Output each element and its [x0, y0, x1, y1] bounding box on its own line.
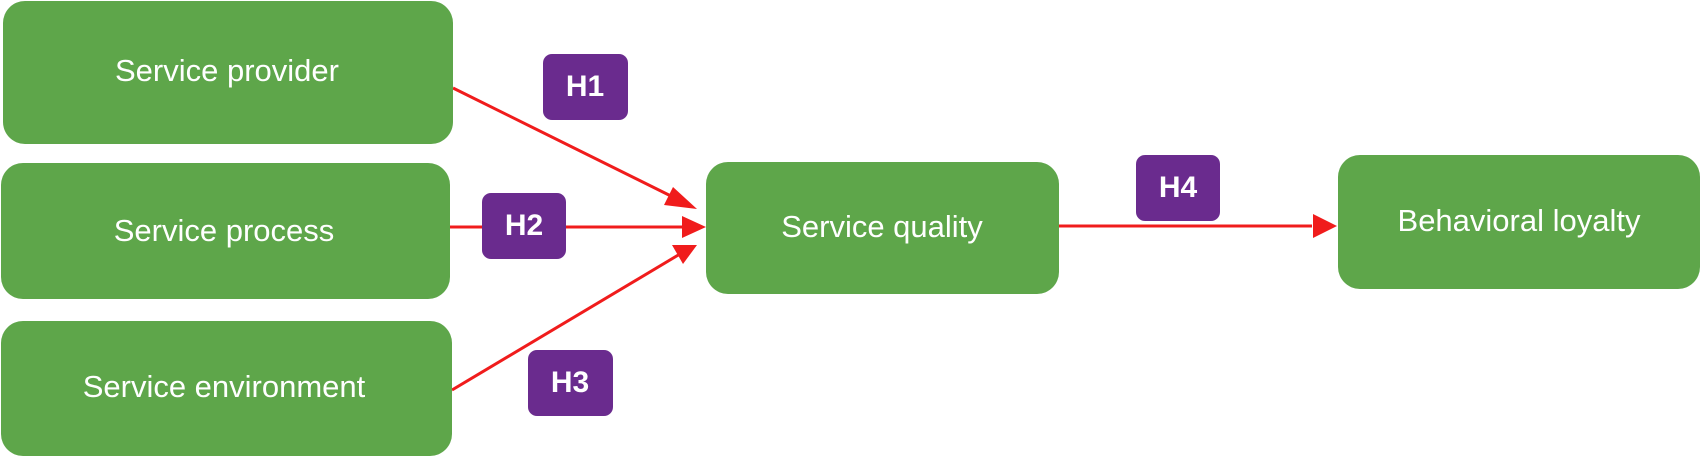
badge-h2: H2	[482, 193, 566, 259]
node-behavioral-loyalty: Behavioral loyalty	[1338, 155, 1700, 289]
badge-h3-label: H3	[551, 366, 589, 399]
node-service-environment-label: Service environment	[83, 369, 366, 404]
edge-h1-line	[452, 86, 684, 204]
node-service-process-label: Service process	[114, 213, 335, 248]
edge-h4-arrowhead	[1313, 214, 1337, 238]
node-service-quality: Service quality	[706, 162, 1059, 294]
node-service-process: Service process	[1, 163, 450, 299]
badge-h4: H4	[1136, 155, 1220, 221]
node-service-provider-label: Service provider	[115, 53, 339, 88]
badge-h2-label: H2	[505, 209, 543, 242]
node-service-quality-label: Service quality	[781, 209, 983, 244]
badge-h1-label: H1	[566, 70, 604, 103]
badge-h1: H1	[543, 54, 628, 120]
badge-h3: H3	[528, 350, 613, 416]
badge-h4-label: H4	[1159, 171, 1198, 204]
edge-h2-arrowhead	[682, 216, 706, 238]
edge-h1-arrowhead	[664, 187, 697, 209]
edge-h3-line	[451, 252, 681, 392]
edge-h3-arrowhead	[672, 245, 697, 264]
node-service-provider: Service provider	[3, 1, 453, 144]
node-service-environment: Service environment	[1, 321, 452, 456]
node-behavioral-loyalty-label: Behavioral loyalty	[1398, 203, 1641, 238]
